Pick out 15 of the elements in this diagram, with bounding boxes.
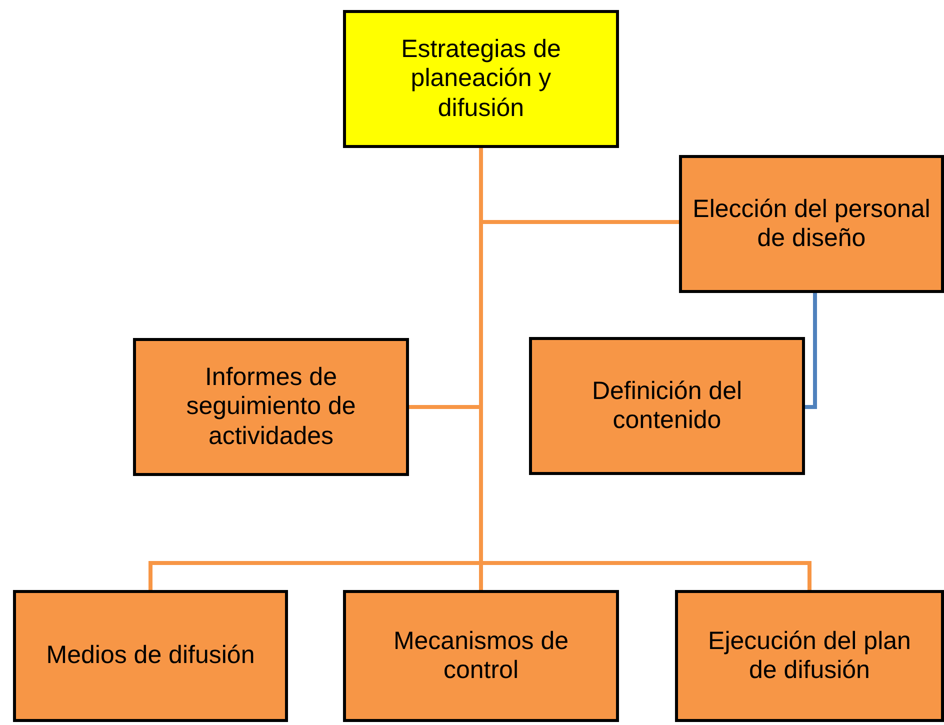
process-box [675, 590, 944, 722]
box-label: Mecanismos de control [392, 626, 570, 686]
box-label: Medios de difusión [46, 641, 255, 671]
process-box [343, 590, 619, 722]
box-label: Ejecución del plan de difusión [707, 626, 912, 686]
box-label: Elección del personal de diseño [692, 194, 932, 254]
root-box [343, 10, 619, 148]
process-box [133, 338, 409, 476]
connector-line [805, 293, 817, 409]
process-box [529, 337, 805, 475]
box-label: Informes de seguimiento de actividades [185, 362, 357, 452]
box-label: Definición del contenido [590, 376, 744, 436]
process-box [679, 155, 944, 293]
box-label: Estrategias de planeación y difusión [400, 34, 562, 124]
process-box [13, 590, 288, 722]
